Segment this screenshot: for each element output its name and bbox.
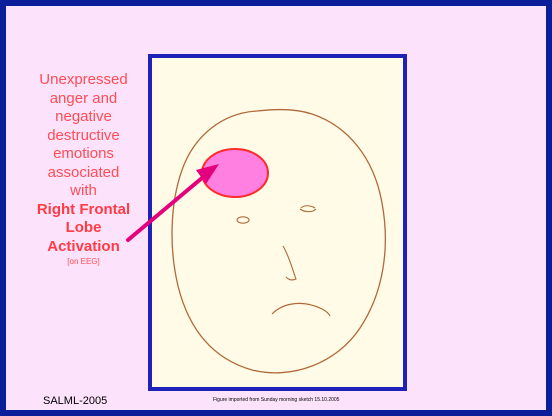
eeg-note: [on EEG] <box>16 256 151 267</box>
annotation-text: Unexpressed anger and negative destructi… <box>16 71 151 267</box>
highlight-line: Lobe <box>16 219 151 238</box>
face-sketch-frame <box>148 54 407 391</box>
face-sketch <box>152 58 403 387</box>
annotation-line: anger and <box>16 90 151 109</box>
right-frontal-lobe <box>202 149 268 197</box>
annotation-line: Unexpressed <box>16 71 151 90</box>
annotation-line: emotions <box>16 145 151 164</box>
head-outline <box>172 109 385 372</box>
footer-label: SALML-2005 <box>43 395 107 407</box>
figure-caption: Figure imported from Sunday morning sket… <box>213 397 339 403</box>
nose <box>283 246 296 280</box>
annotation-line: negative <box>16 108 151 127</box>
annotation-line: associated <box>16 164 151 183</box>
annotation-line: with <box>16 182 151 201</box>
right-eye <box>300 206 316 212</box>
highlight-line: Right Frontal <box>16 201 151 220</box>
mouth <box>272 303 330 316</box>
highlight-line: Activation <box>16 238 151 257</box>
annotation-line: destructive <box>16 127 151 146</box>
left-eye <box>237 217 249 223</box>
